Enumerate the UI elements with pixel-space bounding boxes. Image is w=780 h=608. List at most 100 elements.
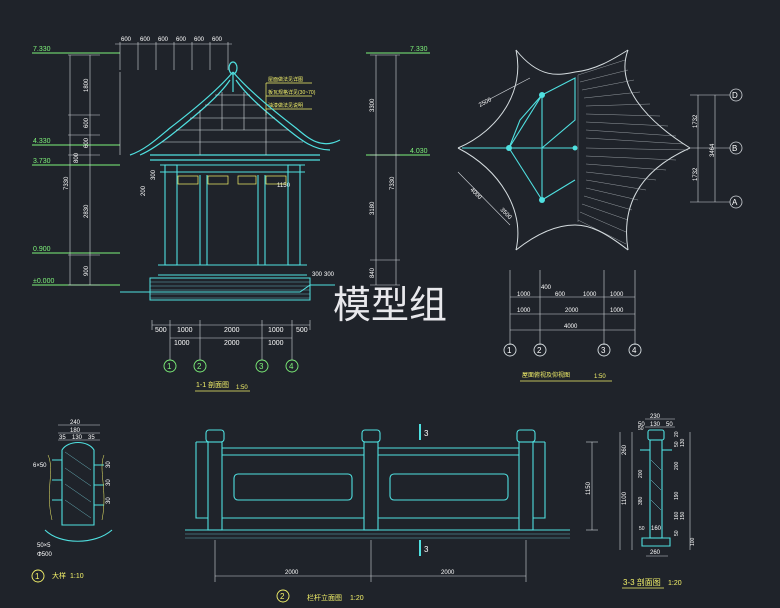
plan-dim-c: 3500 bbox=[499, 207, 513, 221]
small-dim-300c: 300 bbox=[324, 272, 335, 278]
d3-left-260: 260 bbox=[622, 444, 628, 455]
d3-right-50: 50 bbox=[674, 441, 680, 447]
d3-right-100: 100 bbox=[690, 537, 696, 546]
bottom-dim2-2000: 2000 bbox=[224, 340, 240, 347]
d3-right-20: 20 bbox=[674, 431, 680, 437]
rail-number: 2 bbox=[280, 592, 285, 601]
d3-dim-50a: 50 bbox=[638, 422, 645, 428]
right-dim-3300: 3300 bbox=[370, 98, 376, 112]
small-dim-200: 200 bbox=[141, 185, 147, 196]
d3-mid-200: 200 bbox=[638, 469, 644, 478]
top-dim-3: 600 bbox=[158, 37, 169, 43]
left-dim-600b: 600 bbox=[84, 137, 90, 148]
detail-3-3: 230 130 50 50 260 1100 50 50 20 50 130 2… bbox=[619, 414, 696, 589]
d3-scale: 1:20 bbox=[668, 580, 682, 587]
plan-right-dim-1: 1732 bbox=[693, 114, 699, 128]
d1-label-6x50: 6×50 bbox=[33, 463, 47, 469]
d3-left-1100: 1100 bbox=[622, 491, 628, 505]
rail-dim-2000a: 2000 bbox=[285, 570, 299, 576]
plan-bot2-2000: 2000 bbox=[565, 308, 579, 314]
bottom-dim2-1000a: 1000 bbox=[174, 340, 190, 347]
top-dim-5: 600 bbox=[194, 37, 205, 43]
d1-side-30a: 30 bbox=[106, 461, 112, 468]
small-dim-300b: 300 bbox=[312, 272, 323, 278]
d1-number: 1 bbox=[35, 572, 40, 581]
d3-dim-230: 230 bbox=[650, 414, 661, 420]
plan-axis-D: D bbox=[732, 91, 738, 100]
d3-right-50b: 50 bbox=[674, 530, 680, 536]
rail-scale: 1:20 bbox=[350, 595, 364, 602]
detail-1: 240 180 35 130 35 6×50 50×5 Φ500 30 30 3… bbox=[31, 420, 113, 583]
right-dim-3180: 3180 bbox=[370, 201, 376, 215]
level-7330-right: 7.330 bbox=[410, 46, 428, 53]
top-dim-1: 600 bbox=[121, 37, 132, 43]
level-4330: 4.330 bbox=[33, 138, 51, 145]
railing-elevation: 3 3 1150 2000 2000 2 栏杆立面图 1:20 bbox=[185, 424, 598, 603]
plan-bot-400: 400 bbox=[541, 285, 552, 291]
plan-axis-B: B bbox=[732, 144, 737, 153]
section-title: 1-1 剖面图 bbox=[196, 380, 229, 389]
d1-title: 大样 bbox=[52, 571, 66, 580]
d3-right-160: 160 bbox=[674, 511, 680, 520]
d3-right-130: 130 bbox=[680, 438, 686, 447]
left-dim-900: 900 bbox=[84, 265, 90, 276]
d1-dim-35a: 35 bbox=[59, 435, 66, 441]
d1-label-50x5: 50×5 bbox=[37, 543, 51, 549]
d1-label-phi500: Φ500 bbox=[37, 552, 52, 558]
d1-dim-35b: 35 bbox=[88, 435, 95, 441]
d3-right-200: 200 bbox=[674, 461, 680, 470]
d3-dim-50b: 50 bbox=[666, 422, 673, 428]
bottom-dim-500b: 500 bbox=[296, 327, 308, 334]
axis-2: 2 bbox=[197, 362, 202, 371]
d1-scale: 1:10 bbox=[70, 573, 84, 580]
note-1: 屋面做法见详图 bbox=[268, 76, 303, 83]
rail-title: 栏杆立面图 bbox=[307, 593, 342, 602]
plan-dim-b: 4000 bbox=[469, 187, 483, 201]
d3-mid-380: 380 bbox=[638, 496, 644, 505]
rail-height: 1150 bbox=[586, 481, 592, 495]
plan-axis-2: 2 bbox=[537, 346, 542, 355]
note-3: 油漆做法见说明 bbox=[268, 102, 303, 109]
small-dim-1150: 1150 bbox=[277, 183, 291, 189]
plan-title: 屋面俯视及仰视图 bbox=[522, 371, 570, 379]
left-dim-7330: 7330 bbox=[64, 176, 70, 190]
d1-dim-180: 180 bbox=[70, 428, 81, 434]
top-dim-4: 600 bbox=[176, 37, 187, 43]
plan-bot3-4000: 4000 bbox=[564, 324, 578, 330]
level-3730: 3.730 bbox=[33, 158, 51, 165]
d1-side-30b: 30 bbox=[106, 479, 112, 486]
level-7330-left: 7.330 bbox=[33, 46, 51, 53]
axis-4: 4 bbox=[289, 362, 294, 371]
right-dim-840: 840 bbox=[370, 267, 376, 278]
d3-bottom-260: 260 bbox=[650, 550, 661, 556]
left-dim-1800: 1800 bbox=[84, 78, 90, 92]
plan-axis-1: 1 bbox=[507, 346, 512, 355]
top-dim-2: 600 bbox=[140, 37, 151, 43]
left-dim-800: 800 bbox=[74, 152, 80, 163]
d3-left-50b: 50 bbox=[639, 526, 645, 532]
plan-bot2-1000a: 1000 bbox=[517, 308, 531, 314]
roof-plan: 2500 4000 3500 1732 3464 1732 D B A 400 … bbox=[457, 49, 743, 382]
plan-axis-3: 3 bbox=[601, 346, 606, 355]
left-dim-2830: 2830 bbox=[84, 204, 90, 218]
d1-side-30c: 30 bbox=[106, 497, 112, 504]
note-2: 板瓦规格详见(30~70) bbox=[268, 89, 316, 96]
plan-bot-600: 600 bbox=[555, 292, 566, 298]
small-dim-300: 300 bbox=[151, 169, 157, 180]
plan-axis-A: A bbox=[732, 198, 738, 207]
plan-bot-1000b: 1000 bbox=[583, 292, 597, 298]
bottom-dim-1000a: 1000 bbox=[177, 327, 193, 334]
bottom-dim-1000b: 1000 bbox=[268, 327, 284, 334]
d3-dim-130: 130 bbox=[650, 422, 661, 428]
axis-1: 1 bbox=[167, 362, 172, 371]
left-dim-600a: 600 bbox=[84, 117, 90, 128]
level-0000: ±0.000 bbox=[33, 278, 54, 285]
plan-scale: 1:50 bbox=[594, 374, 606, 380]
bottom-dim-2000: 2000 bbox=[224, 327, 240, 334]
plan-dim-a: 2500 bbox=[478, 97, 493, 109]
d1-dim-240: 240 bbox=[70, 420, 81, 426]
axis-3: 3 bbox=[259, 362, 264, 371]
bottom-dim2-1000b: 1000 bbox=[268, 340, 284, 347]
d3-mid-190: 190 bbox=[674, 491, 680, 500]
